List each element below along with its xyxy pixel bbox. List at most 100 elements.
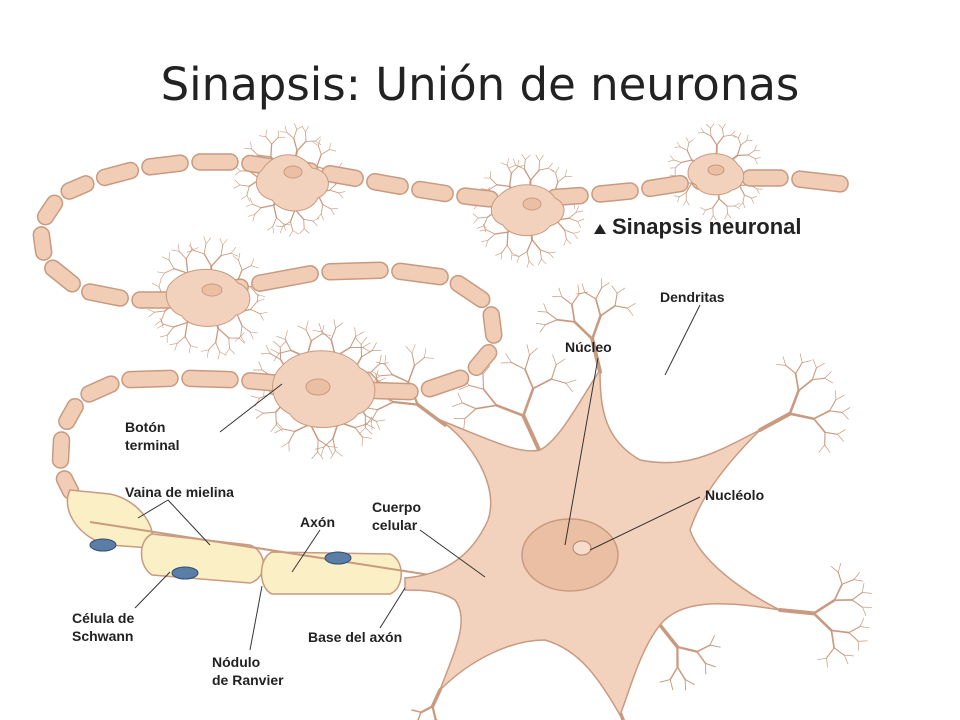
label-cuerpo-celular-1: Cuerpo	[372, 499, 421, 515]
dendrite-branch	[294, 122, 298, 130]
dendrite-branch	[273, 340, 281, 348]
dendrite-branch	[851, 591, 863, 601]
axon-segment	[95, 161, 140, 187]
dendrite-branch	[812, 598, 836, 615]
dendrite-branch	[709, 644, 721, 648]
dendrite-branch	[424, 348, 427, 358]
dendrite-branch	[158, 279, 162, 287]
dendrite-branch	[696, 650, 707, 665]
dendrite-branch	[557, 175, 566, 183]
dendrite-branch	[219, 238, 223, 246]
label-nodulo-de-ranvier-2: de Ranvier	[212, 672, 284, 688]
dendrite-branch	[240, 325, 243, 337]
dendrite-branch	[688, 139, 694, 144]
dendrite-branch	[279, 226, 283, 234]
dendrite-branch	[203, 243, 207, 255]
dendrite-branch	[238, 252, 241, 261]
dendrite-branch	[738, 184, 745, 196]
dendrite-branch	[251, 258, 255, 266]
dendrite-branch	[316, 213, 322, 220]
dendrite-branch	[161, 320, 164, 329]
dendrite-branch	[676, 645, 699, 653]
dendrite-branch	[718, 198, 728, 207]
dendrite-branch	[861, 592, 872, 594]
dendrite-branch	[330, 208, 335, 216]
dendrite-branch	[830, 629, 835, 649]
axon-segment	[411, 180, 454, 203]
dendrite-branch	[269, 352, 282, 361]
dendrite-branch	[321, 331, 332, 341]
dendrite-branch	[293, 137, 298, 152]
dendrite-branch	[723, 134, 732, 137]
dendrite-branch	[710, 135, 718, 146]
dendrite-branch	[524, 354, 531, 370]
dendrite-branch	[365, 427, 373, 435]
dendrite-branch	[371, 420, 373, 431]
dendrite-branch	[565, 379, 577, 384]
dendrite-branch	[848, 625, 861, 634]
dendrite-branch	[316, 153, 322, 168]
dendrite-branch	[472, 213, 479, 219]
axon-segment	[791, 170, 849, 193]
dendrite-branch	[246, 195, 251, 202]
dendrite-branch	[788, 412, 816, 421]
dendrite-branch	[250, 141, 252, 150]
dendrite-branch	[506, 244, 513, 254]
label-boton-terminal-2: terminal	[125, 437, 179, 453]
label-nodulo-de-ranvier-1: Nódulo	[212, 654, 260, 670]
dendrite-branch	[679, 146, 688, 151]
label-nucleo: Núcleo	[565, 339, 612, 355]
dendrite-branch	[563, 238, 567, 246]
dendrite-branch	[799, 353, 803, 363]
axon-segment	[641, 174, 689, 198]
dendrite-branch	[561, 296, 573, 306]
dendrite-branch	[524, 368, 534, 390]
dendrite-branch	[722, 128, 724, 137]
dendrite-branch	[384, 363, 393, 376]
dendrite-branch	[312, 217, 320, 222]
label-axon: Axón	[300, 514, 335, 530]
axon-segment	[141, 154, 189, 176]
dendrite-branch	[250, 301, 258, 310]
dendrite-branch	[555, 172, 559, 183]
dendrite-branch	[526, 239, 533, 253]
dendrite-branch	[375, 420, 381, 430]
dendrite-branch	[853, 579, 864, 582]
dendrite-branch	[249, 197, 253, 205]
dendrite-branch	[368, 372, 377, 380]
dendrite-branch	[257, 294, 265, 297]
labels: Sinapsis neuronal Dendritas Núcleo Botón…	[72, 214, 802, 688]
dendrite-branch	[186, 250, 195, 253]
dendrite-branch	[538, 167, 549, 171]
dendrite-branch	[686, 142, 690, 151]
dendrite-branch	[539, 249, 542, 260]
dendrite-branch	[573, 232, 578, 239]
dendrite-branch	[178, 250, 187, 260]
dendrite-branch	[556, 318, 576, 323]
dendrite-branch	[510, 166, 519, 174]
dendrite-branch	[564, 229, 574, 234]
dendrite-branch	[577, 284, 580, 295]
dendrite-branch	[241, 325, 251, 333]
dendrite-branch	[837, 433, 844, 442]
dendrite-branch	[215, 342, 221, 353]
dendrite-branch	[379, 362, 389, 365]
dendrite-branch	[328, 446, 333, 455]
dendrite-branch	[411, 344, 416, 354]
dendrite-branch	[676, 141, 681, 148]
dendrite-branch	[320, 213, 324, 221]
dendrite-branch	[289, 208, 296, 223]
dendrite-branch	[564, 229, 567, 240]
dendrite-branch	[547, 162, 553, 169]
dendrite-branch	[618, 710, 625, 720]
dendrite-branch	[521, 153, 526, 160]
dendrite-branch	[506, 158, 510, 166]
dendrite-branch	[590, 314, 602, 341]
dendrite-branch	[156, 271, 165, 274]
dendrite-branch	[376, 401, 395, 411]
axon-segment	[467, 343, 498, 377]
dendrite-branch	[279, 340, 287, 348]
dendrite-branch	[549, 169, 556, 174]
dendrite-branch	[837, 571, 843, 585]
dendrite-branch	[782, 356, 787, 366]
